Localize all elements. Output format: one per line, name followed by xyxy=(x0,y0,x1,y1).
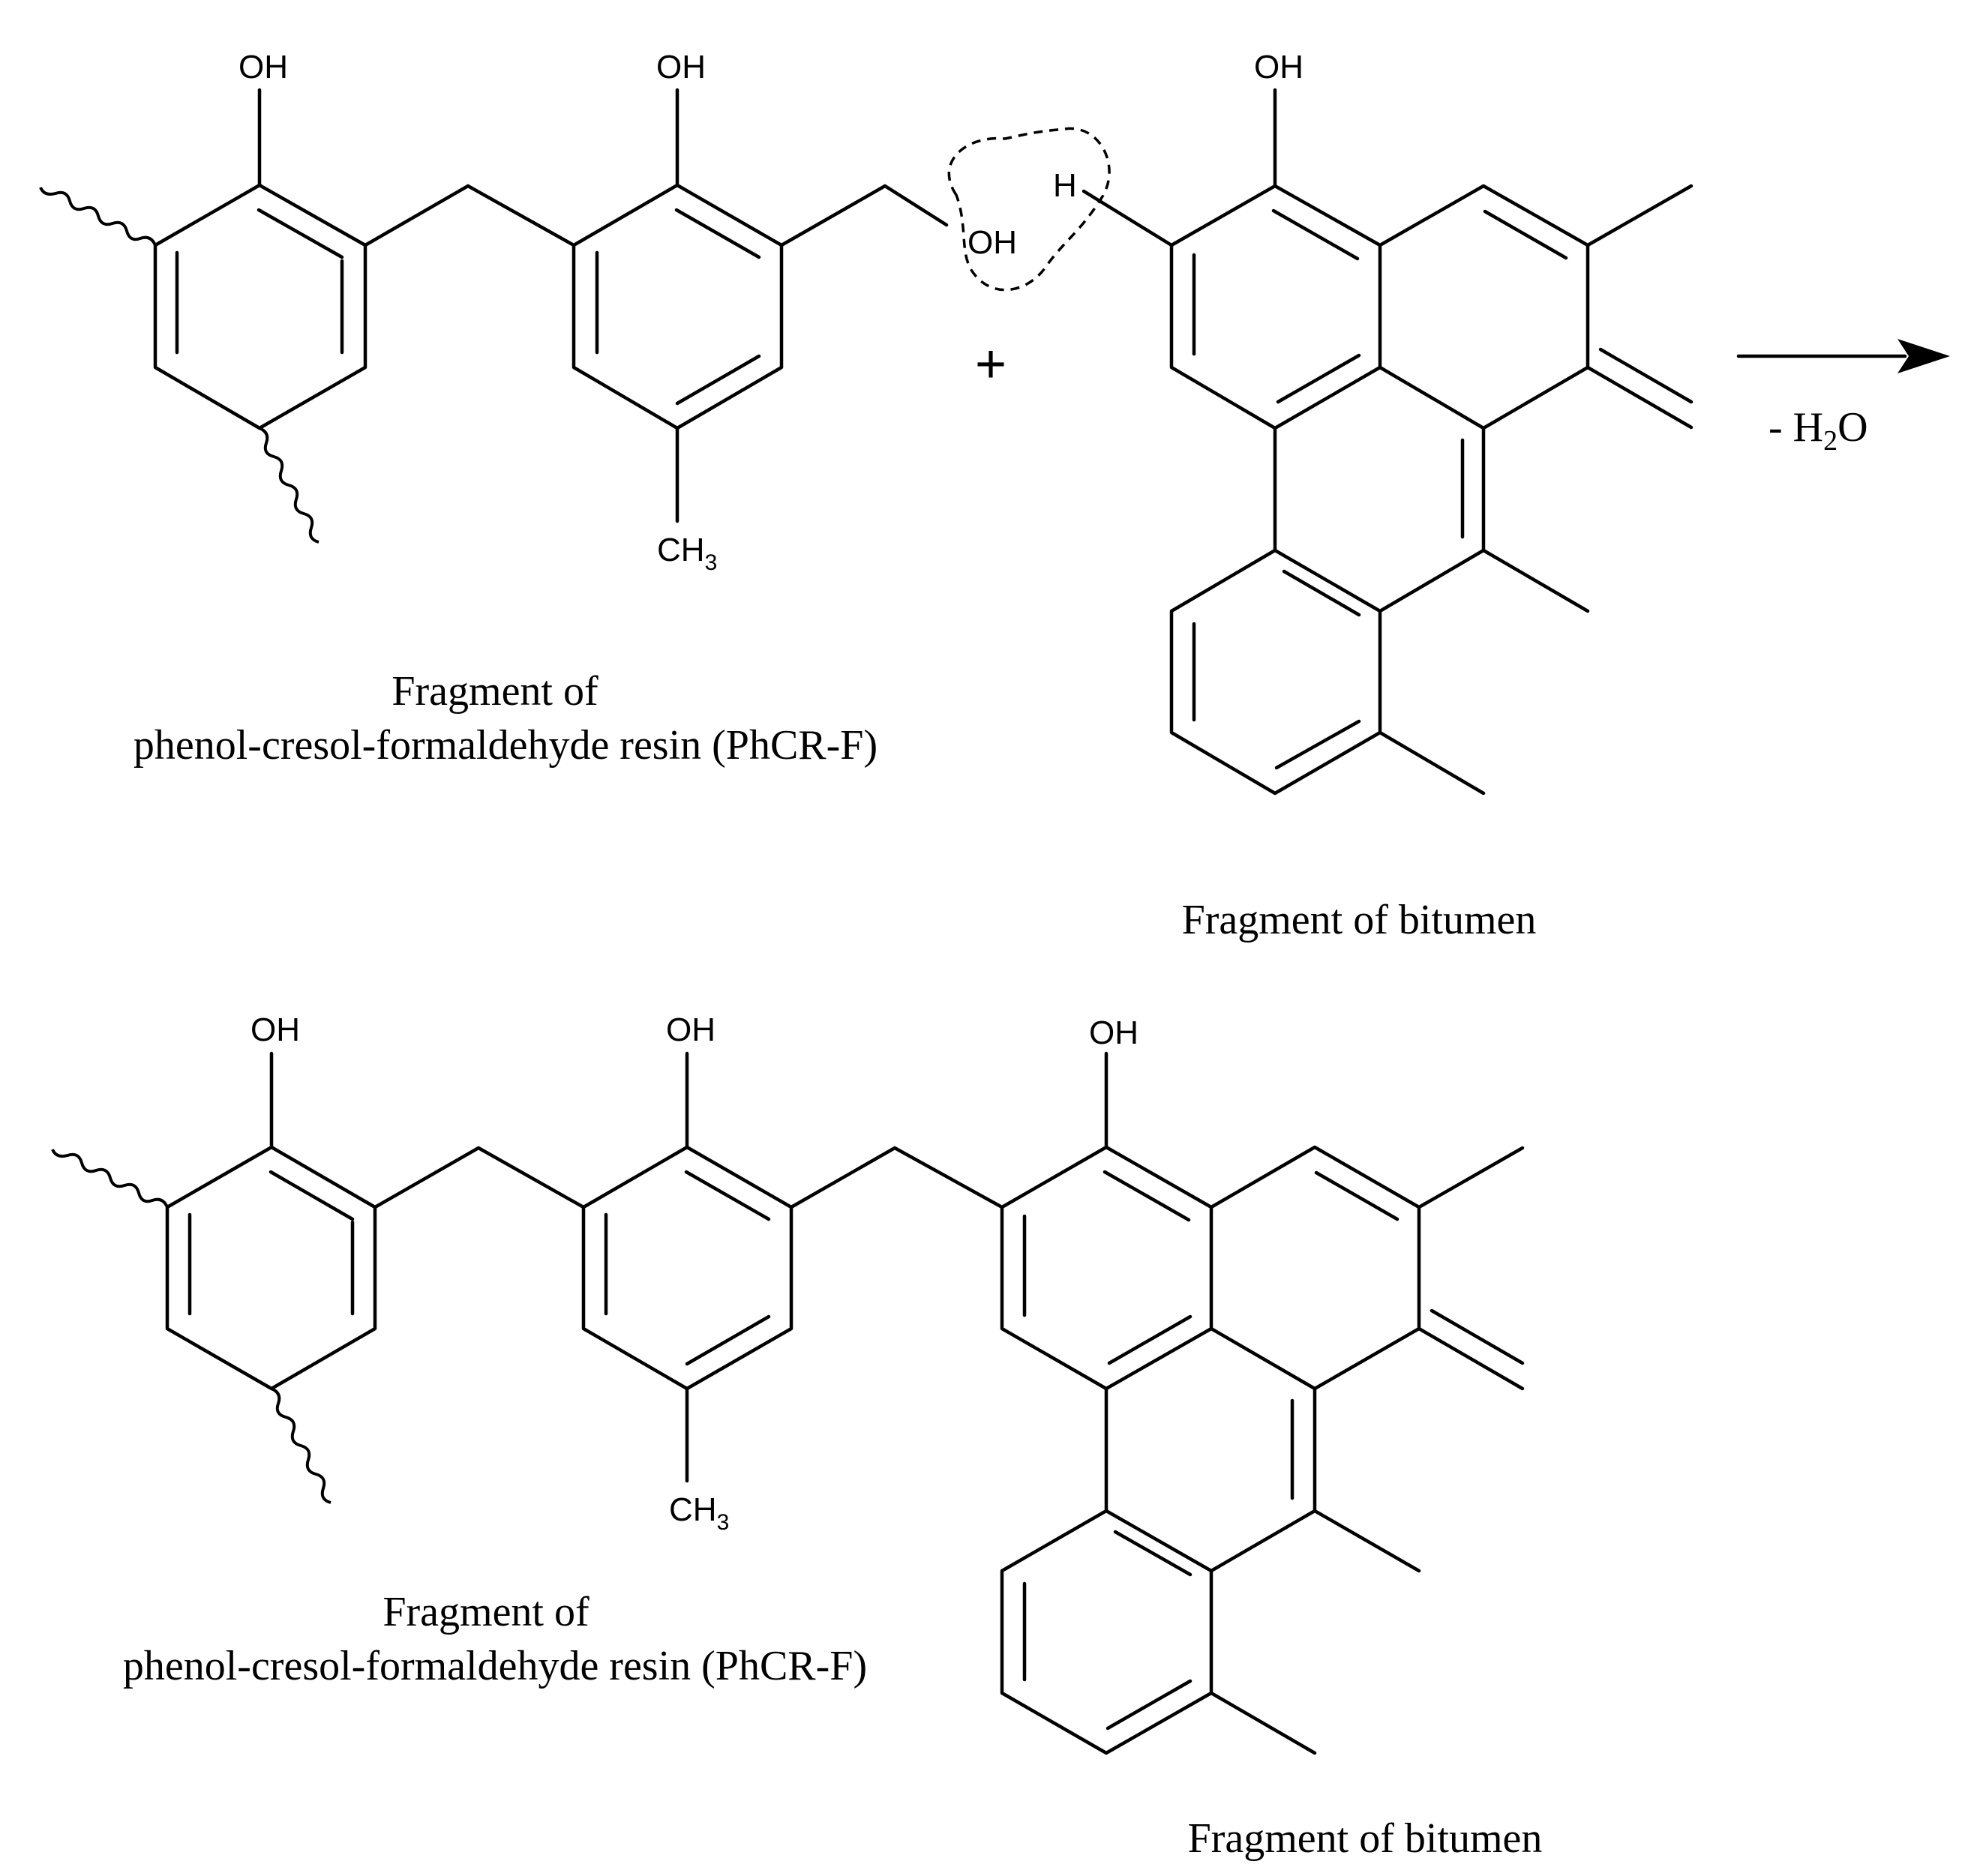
reactant-resin-oh-1: OH xyxy=(238,49,288,85)
reactant-methyl-label: CH3 xyxy=(657,532,717,575)
reactant-resin-oh-2: OH xyxy=(656,49,706,85)
product-methyl-label: CH3 xyxy=(669,1491,729,1535)
plus-sign: + xyxy=(975,334,1006,394)
product-oh-2: OH xyxy=(666,1011,716,1048)
water-elimination-marker xyxy=(947,127,1111,292)
reactant-resin-caption-line1: Fragment of xyxy=(392,668,598,715)
reactant-bitumen-structure xyxy=(1169,88,1694,796)
byproduct-water-label: - H2O xyxy=(1768,404,1868,457)
reactant-bitumen-oh: OH xyxy=(1254,49,1304,85)
product-oh-3: OH xyxy=(1089,1014,1138,1051)
product-oh-1: OH xyxy=(250,1011,300,1048)
reactant-resin-structure xyxy=(39,88,949,544)
product-resin-caption-line2: phenol-cresol-formaldehyde resin (PhCR-F… xyxy=(123,1643,867,1689)
product-structure xyxy=(51,1051,1525,1755)
reactant-bitumen-caption: Fragment of bitumen xyxy=(1182,897,1537,943)
product-resin-caption-line1: Fragment of xyxy=(382,1589,590,1635)
resin-ring-1 xyxy=(39,88,368,544)
resin-ring-2 xyxy=(572,88,784,523)
reaction-arrow xyxy=(1736,339,1950,373)
reactive-h-label: H xyxy=(1053,167,1077,204)
reactive-oh-label: OH xyxy=(968,224,1017,261)
product-bitumen-caption: Fragment of bitumen xyxy=(1188,1815,1543,1862)
reactant-resin-caption-line2: phenol-cresol-formaldehyde resin (PhCR-F… xyxy=(134,722,878,769)
